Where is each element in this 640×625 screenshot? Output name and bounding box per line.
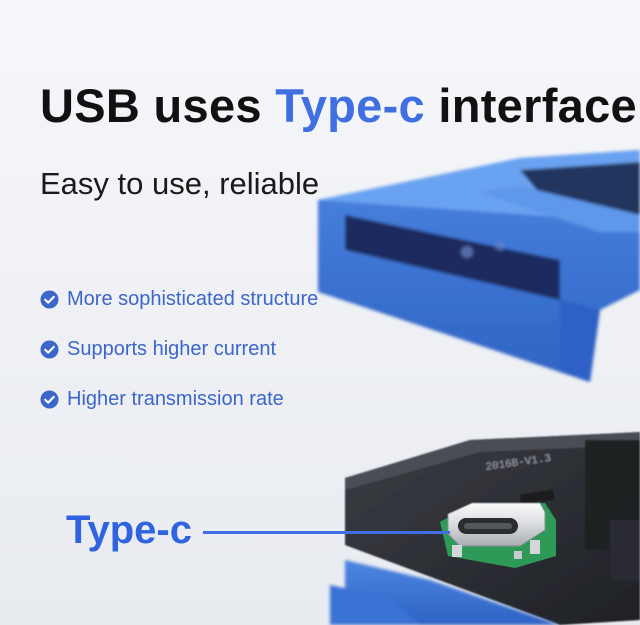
feature-item: Supports higher current (40, 336, 318, 362)
type-c-port (440, 502, 556, 568)
check-circle-icon (40, 389, 59, 409)
headline-suffix: interface (425, 79, 637, 132)
type-c-callout-label: Type-c (66, 508, 192, 552)
feature-item: Higher transmission rate (40, 386, 318, 412)
feature-list: More sophisticated structure Supports hi… (40, 286, 318, 436)
device-top-enclosure (318, 150, 640, 382)
headline-accent: Type-c (275, 79, 425, 132)
check-circle-icon (40, 289, 59, 309)
callout-leader-line (203, 531, 450, 534)
check-circle-icon (40, 339, 59, 359)
feature-text: Higher transmission rate (67, 387, 284, 410)
pcb-marking: 2016B-V1.3 (485, 453, 552, 474)
feature-item: More sophisticated structure (40, 286, 318, 312)
feature-text: Supports higher current (67, 337, 277, 360)
feature-text: More sophisticated structure (67, 287, 319, 310)
device-bottom-enclosure (330, 560, 560, 625)
subhead: Easy to use, reliable (40, 166, 320, 201)
pcb-board: 2016B-V1.3 (345, 432, 640, 625)
headline-prefix: USB uses (40, 79, 276, 132)
headline: USB uses Type-c interface (40, 78, 637, 133)
